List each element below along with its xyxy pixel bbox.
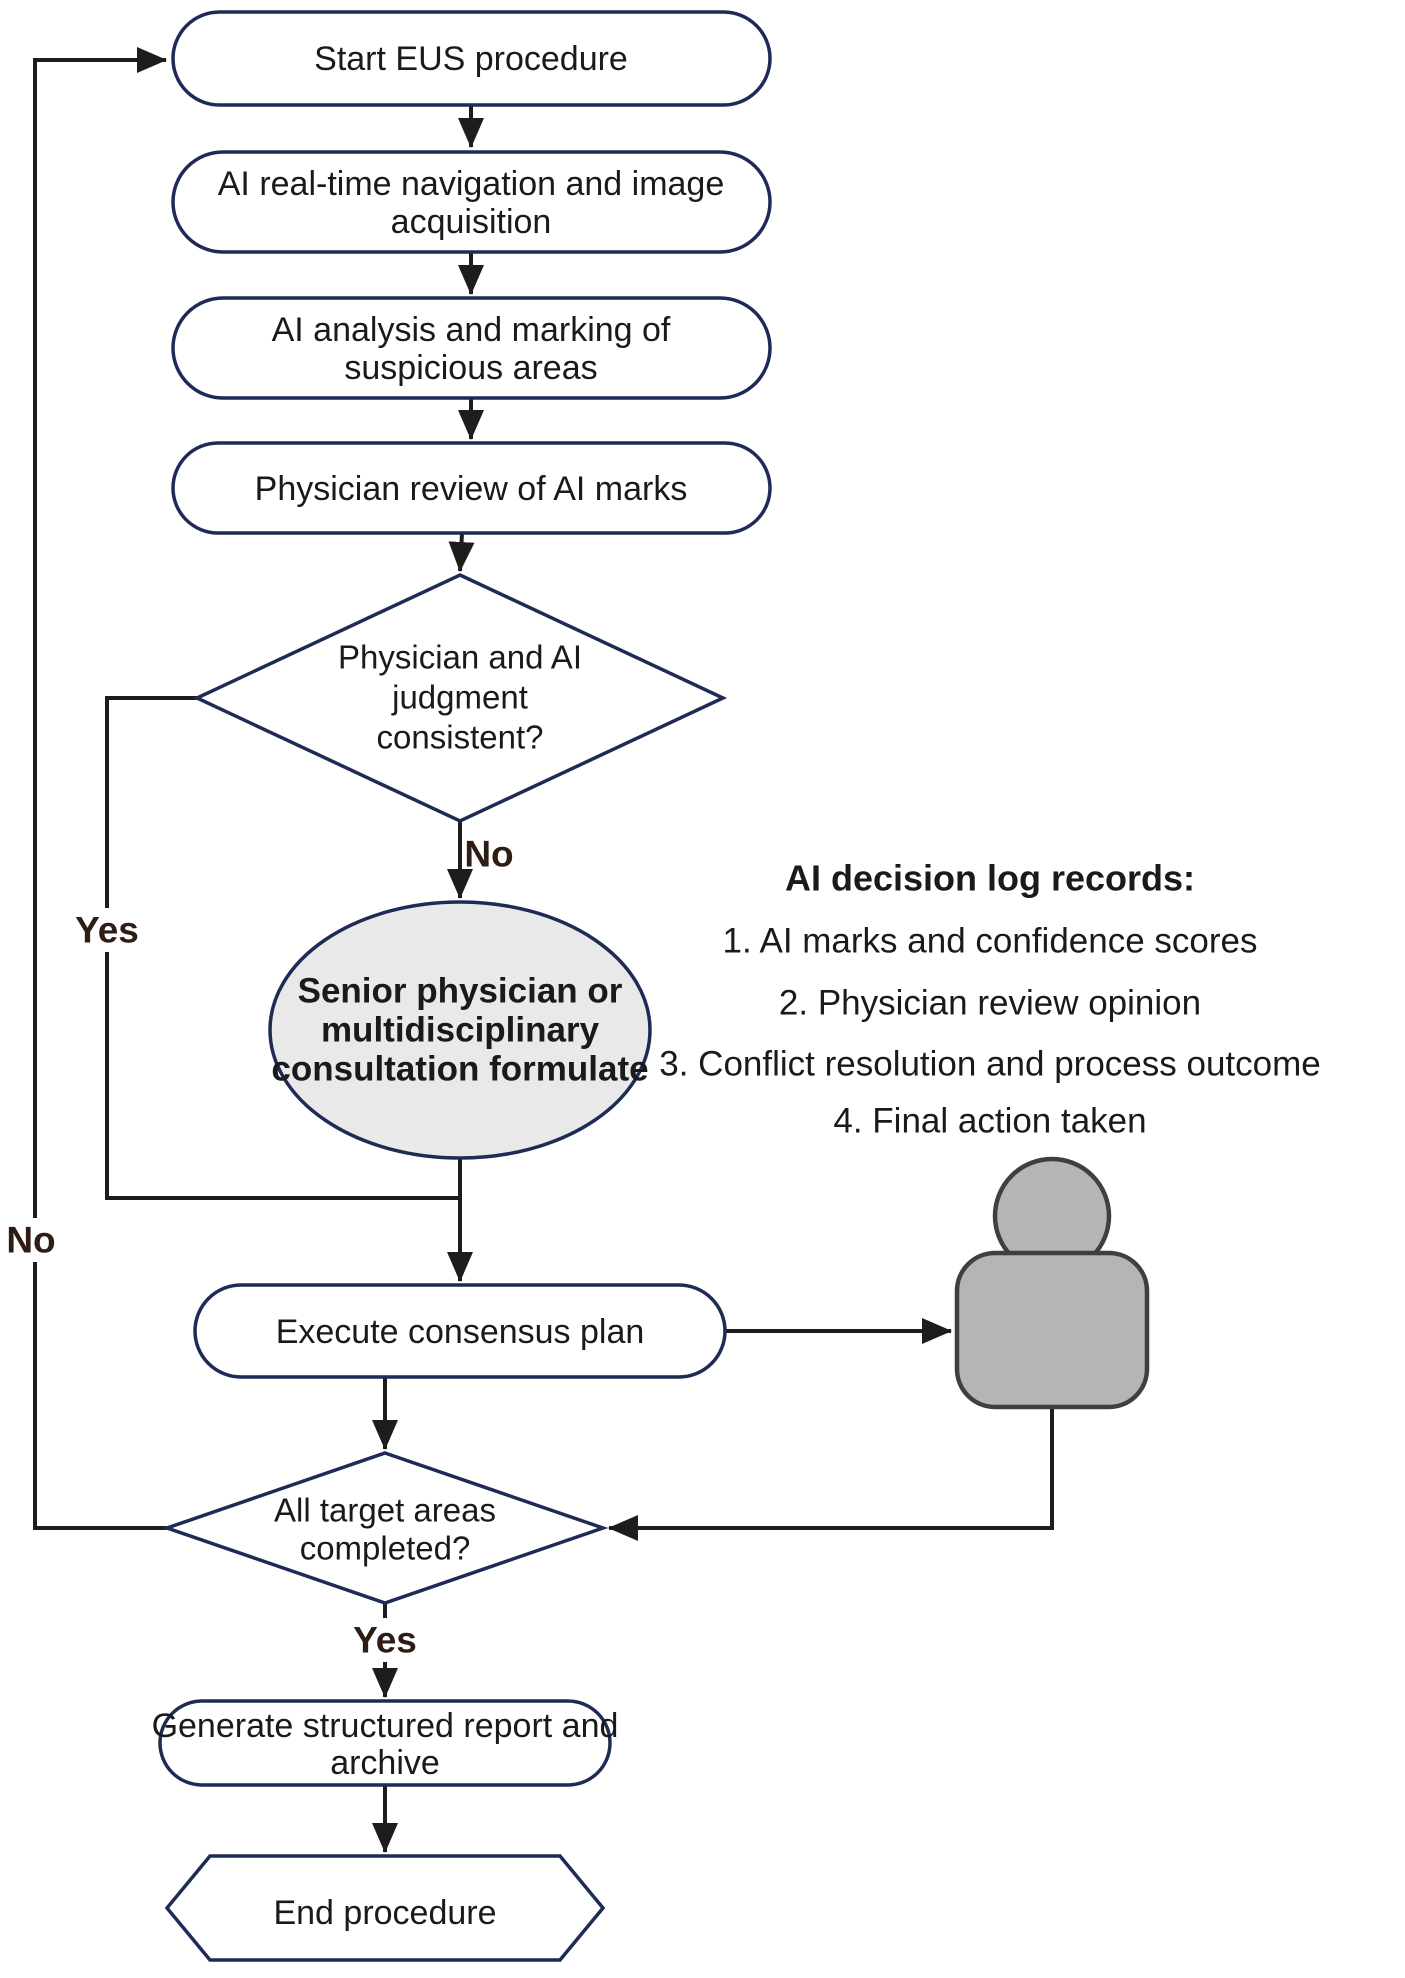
judgment-no-label: No xyxy=(464,834,513,875)
judgment-decision-node xyxy=(192,573,728,823)
end-node xyxy=(164,1854,606,1962)
analysis-node-label-line1: AI analysis and marking of xyxy=(272,311,671,349)
completion-no-label-bg xyxy=(4,1218,60,1262)
start-node-label: Start EUS procedure xyxy=(314,40,628,78)
judgment-decision-label-line2: judgment xyxy=(391,679,528,716)
arrow-review-to-judgment xyxy=(448,532,475,572)
judgment-yes-label: Yes xyxy=(75,910,139,951)
consultation-label-line1: Senior physician or xyxy=(298,972,623,1011)
completion-yes-label: Yes xyxy=(353,1620,417,1661)
review-node xyxy=(171,441,772,535)
completion-yes-label-bg xyxy=(348,1618,422,1662)
person-icon-body xyxy=(954,1250,1150,1410)
analysis-node-label-line2: suspicious areas xyxy=(344,349,597,387)
consultation-label-line2: multidisciplinary xyxy=(321,1011,600,1050)
start-node xyxy=(171,10,772,107)
report-node-label-line1: Generate structured report and xyxy=(152,1707,619,1745)
review-node-label: Physician review of AI marks xyxy=(255,470,688,508)
report-node-label-line2: archive xyxy=(330,1744,440,1782)
completion-decision-label-line2: completed? xyxy=(300,1530,471,1567)
completion-no-label: No xyxy=(6,1220,55,1261)
log-panel-item: 2. Physician review opinion xyxy=(779,984,1201,1023)
log-panel-title: AI decision log records: xyxy=(785,858,1195,899)
log-panel-item: 4. Final action taken xyxy=(833,1102,1146,1141)
judgment-yes-label-bg xyxy=(70,908,144,952)
judgment-decision-label-line1: Physician and AI xyxy=(338,639,582,676)
end-node-label: End procedure xyxy=(273,1894,496,1932)
execute-node-label: Execute consensus plan xyxy=(276,1313,645,1351)
log-panel-item: 1. AI marks and confidence scores xyxy=(723,922,1258,961)
log-panel-item: 3. Conflict resolution and process outco… xyxy=(659,1045,1320,1084)
completion-decision-node xyxy=(161,1451,609,1605)
consultation-label-line3: consultation formulate xyxy=(271,1050,648,1089)
completion-decision-label-line1: All target areas xyxy=(274,1492,496,1529)
analysis-node xyxy=(171,296,772,400)
report-node xyxy=(158,1699,612,1787)
person-icon xyxy=(954,1156,1150,1410)
loop-no-to-start xyxy=(33,47,167,1530)
consultation-node xyxy=(268,900,652,1160)
navigation-node-label-line2: acquisition xyxy=(391,203,552,241)
judgment-decision-label-line3: consistent? xyxy=(377,719,544,756)
line-person-to-completion xyxy=(608,1407,1054,1541)
navigation-node-label-line1: AI real-time navigation and image xyxy=(218,165,725,203)
navigation-node xyxy=(171,150,772,254)
execute-node xyxy=(193,1283,727,1379)
